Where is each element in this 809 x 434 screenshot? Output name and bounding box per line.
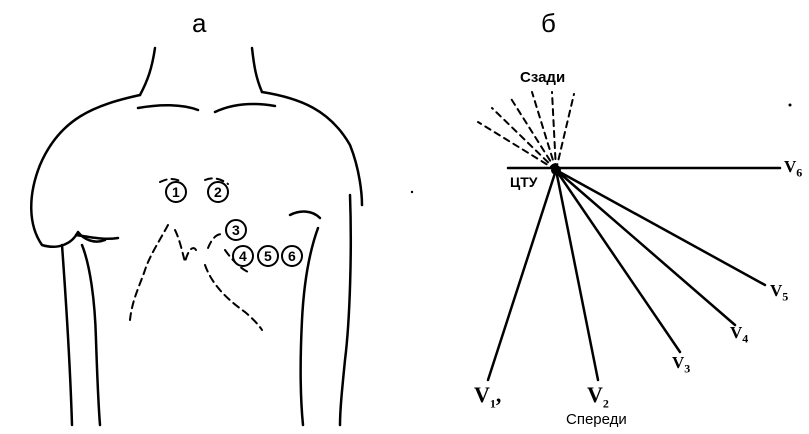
heart-outline-right (205, 265, 262, 330)
electrode-1-label: 1 (172, 185, 180, 199)
electrode-6-label: 6 (288, 249, 296, 263)
electrode-2-label: 2 (214, 185, 222, 199)
arm-left (62, 245, 72, 425)
heart-outline-left (130, 225, 168, 320)
arm-right (340, 195, 351, 425)
lead-line-v5 (556, 170, 765, 285)
axilla-right (301, 228, 318, 425)
pectoral-left (76, 235, 118, 239)
sternum-dash-left (175, 230, 196, 262)
electrode-5-label: 5 (264, 249, 272, 263)
shoulder-right (262, 92, 362, 205)
speck (789, 104, 792, 107)
sternum-dash-right (208, 234, 224, 248)
axilla-left (82, 245, 100, 425)
pectoral-right (290, 212, 320, 218)
front-label: Спереди (566, 412, 627, 427)
back-ray-1 (478, 122, 556, 170)
lead-label-v3: V3 (672, 354, 690, 374)
shoulder-left (31, 95, 140, 247)
back-ray-6 (556, 94, 574, 170)
lead-label-v1: V1, (474, 384, 501, 409)
clavicle-left (138, 105, 198, 110)
neck-left (140, 48, 155, 95)
lead-label-v2: V2 (587, 384, 609, 409)
lead-label-v4: V4 (730, 324, 748, 344)
center-point (551, 165, 561, 175)
lead-label-v6: V6 (784, 158, 802, 178)
center-label: ЦТУ (510, 175, 538, 189)
electrode-4-label: 4 (239, 249, 247, 263)
speck-2 (411, 191, 413, 193)
neck-right (252, 48, 262, 92)
electrode-3-label: 3 (232, 223, 240, 237)
back-ray-3 (510, 97, 556, 170)
lead-label-v5: V5 (770, 282, 788, 302)
clavicle-right (215, 104, 275, 112)
lead-line-v1 (488, 170, 556, 380)
back-label: Сзади (520, 70, 565, 85)
